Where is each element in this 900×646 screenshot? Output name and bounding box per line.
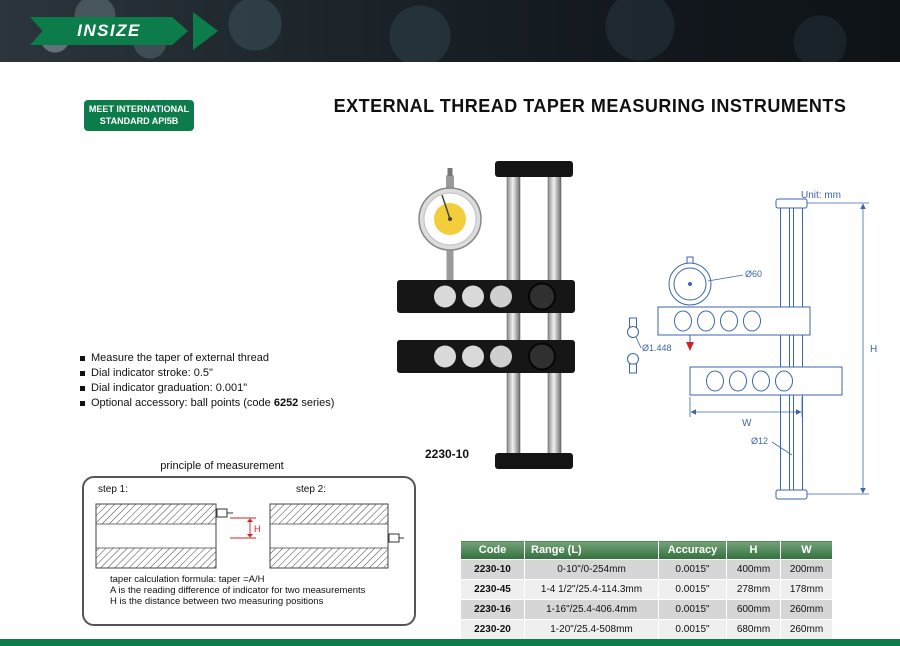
top-cap	[495, 161, 573, 177]
cell-h: 400mm	[726, 559, 781, 580]
header-banner: INSIZE	[0, 0, 900, 62]
cell-h: 600mm	[726, 599, 781, 620]
cell-w: 260mm	[780, 619, 833, 640]
cell-range: 1-16"/25.4-406.4mm	[524, 599, 659, 620]
cell-code: 2230-20	[460, 619, 525, 640]
header-range: Range (L)	[524, 540, 659, 560]
page-title: EXTERNAL THREAD TAPER MEASURING INSTRUME…	[333, 96, 847, 116]
cell-range: 1-4 1/2"/25.4-114.3mm	[524, 579, 659, 600]
h-shift-dimension	[230, 517, 256, 539]
bottom-green-bar	[0, 639, 900, 646]
technical-drawing: Unit: mm Ø60	[627, 190, 877, 500]
badge-line1: MEET INTERNATIONAL	[88, 103, 190, 114]
upper-arm	[397, 280, 575, 313]
feature-text-post: series)	[298, 397, 335, 409]
bottom-cap	[495, 453, 573, 469]
cell-range: 0-10"/0-254mm	[524, 559, 659, 580]
dial-indicator	[418, 168, 482, 282]
cell-h: 278mm	[726, 579, 781, 600]
lower-arm	[397, 340, 575, 373]
feature-text-pre: Optional accessory: ball points (code	[91, 397, 274, 409]
cell-w: 178mm	[780, 579, 833, 600]
principle-note: A is the reading difference of indicator…	[110, 585, 366, 596]
cell-h: 680mm	[726, 619, 781, 640]
dim-rod-label: Ø12	[751, 436, 768, 446]
dim-dial-label: Ø60	[745, 269, 762, 279]
dim-height-label: H	[870, 344, 877, 355]
cell-accuracy: 0.0015"	[658, 599, 727, 620]
feature-item: Measure the taper of external thread	[80, 352, 334, 365]
table-header-row: Code Range (L) Accuracy H W	[460, 540, 833, 560]
principle-notes: taper calculation formula: taper =A/H A …	[110, 574, 365, 607]
table-row: 2230-16 1-16"/25.4-406.4mm 0.0015" 600mm…	[460, 599, 833, 620]
contact-point-marker	[686, 342, 694, 351]
step1-block	[95, 503, 233, 569]
h-dimension	[807, 202, 869, 495]
w-dimension	[689, 397, 803, 417]
header-h: H	[726, 540, 781, 560]
feature-text: Dial indicator graduation: 0.001"	[91, 382, 248, 394]
drawing-upper-arm	[657, 306, 811, 336]
guide-rails	[495, 161, 573, 469]
feature-text: Optional accessory: ball points (code 62…	[91, 397, 334, 410]
table-row: 2230-45 1-4 1/2"/25.4-114.3mm 0.0015" 27…	[460, 579, 833, 600]
principle-title: principle of measurement	[160, 460, 284, 472]
cell-code: 2230-45	[460, 579, 525, 600]
feature-item: Dial indicator graduation: 0.001"	[80, 382, 334, 395]
header-code: Code	[460, 540, 525, 560]
ball-points-detail	[627, 317, 642, 374]
cell-accuracy: 0.0015"	[658, 559, 727, 580]
dim-width-label: W	[742, 418, 752, 429]
cell-accuracy: 0.0015"	[658, 619, 727, 640]
cell-w: 200mm	[780, 559, 833, 580]
insize-logo: INSIZE	[30, 17, 188, 45]
logo-text: INSIZE	[77, 21, 141, 40]
cell-code: 2230-10	[460, 559, 525, 580]
principle-graphics: H	[95, 503, 404, 569]
cell-code: 2230-16	[460, 599, 525, 620]
principle-diagram: step 1: step 2: H	[82, 476, 416, 626]
bullet-square-icon	[80, 371, 85, 376]
bullet-square-icon	[80, 356, 85, 361]
unit-label: Unit: mm	[801, 190, 841, 201]
header-accuracy: Accuracy	[658, 540, 727, 560]
indicator-probe	[388, 533, 400, 543]
standard-badge: MEET INTERNATIONAL STANDARD API5B	[84, 100, 194, 131]
principle-note: H is the distance between two measuring …	[110, 596, 324, 607]
step1-label: step 1:	[98, 484, 129, 495]
product-model-label: 2230-10	[424, 447, 470, 461]
table-row: 2230-10 0-10"/0-254mm 0.0015" 400mm 200m…	[460, 559, 833, 580]
badge-line2: STANDARD API5B	[99, 115, 179, 126]
step2-label: step 2:	[296, 484, 327, 495]
cell-range: 1-20"/25.4-508mm	[524, 619, 659, 640]
product-photo	[397, 161, 575, 469]
step2-block	[269, 503, 404, 569]
feature-text: Dial indicator stroke: 0.5"	[91, 367, 213, 379]
bullet-square-icon	[80, 386, 85, 391]
dim-ball-label: Ø1.448	[642, 343, 672, 353]
spec-table: Code Range (L) Accuracy H W 2230-10 0-10…	[460, 540, 833, 640]
feature-item: Dial indicator stroke: 0.5"	[80, 367, 334, 380]
drawing-lower-arm	[689, 366, 843, 396]
bullet-square-icon	[80, 401, 85, 406]
drawing-dial-indicator	[668, 256, 712, 342]
drawing-rail	[775, 198, 808, 500]
feature-text: Measure the taper of external thread	[91, 352, 269, 364]
feature-list: Measure the taper of external thread Dia…	[80, 352, 334, 412]
dial-needle	[441, 194, 451, 220]
feature-text-bold: 6252	[273, 397, 299, 409]
logo-arrow-icon	[193, 12, 218, 50]
feature-item: Optional accessory: ball points (code 62…	[80, 397, 334, 410]
cell-w: 260mm	[780, 599, 833, 620]
indicator-probe	[216, 508, 228, 518]
principle-note: taper calculation formula: taper =A/H	[110, 574, 265, 585]
header-w: W	[780, 540, 833, 560]
h-shift-label: H	[254, 524, 261, 534]
cell-accuracy: 0.0015"	[658, 579, 727, 600]
table-row: 2230-20 1-20"/25.4-508mm 0.0015" 680mm 2…	[460, 619, 833, 640]
